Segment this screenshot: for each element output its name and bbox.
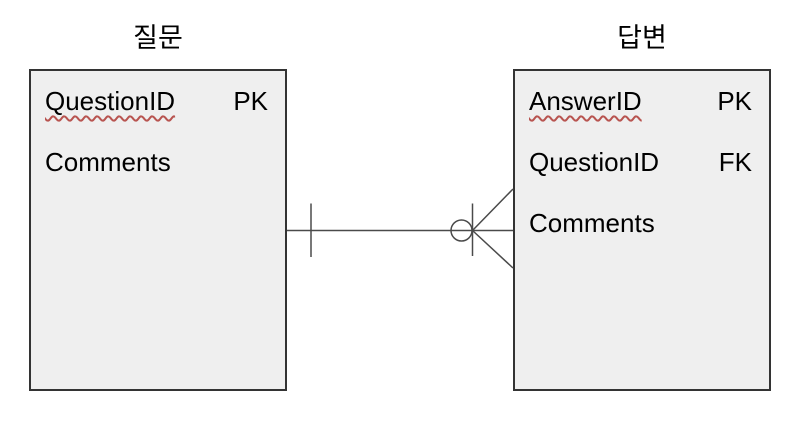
entity-question-title: 질문 bbox=[133, 23, 183, 53]
field-name: QuestionID bbox=[529, 147, 660, 177]
primary-key-badge: PK bbox=[233, 86, 268, 116]
field-name: QuestionID bbox=[45, 86, 176, 116]
field-row-questionid: QuestionID FK bbox=[529, 147, 752, 208]
field-row-comments: Comments bbox=[529, 208, 752, 269]
crowfoot-lower-prong bbox=[471, 229, 514, 269]
primary-key-badge: PK bbox=[717, 86, 752, 116]
field-name: Comments bbox=[45, 147, 171, 177]
connector-strokes bbox=[287, 188, 514, 269]
entity-answer-fields: AnswerID PK QuestionID FK Comments bbox=[515, 71, 769, 269]
entity-question-fields: QuestionID PK Comments bbox=[31, 71, 285, 208]
field-name: AnswerID bbox=[529, 86, 642, 116]
field-name: Comments bbox=[529, 208, 655, 238]
entity-answer-title: 답변 bbox=[617, 23, 667, 53]
field-row-answerid: AnswerID PK bbox=[529, 86, 752, 147]
field-row-comments: Comments bbox=[45, 147, 268, 208]
field-row-questionid: QuestionID PK bbox=[45, 86, 268, 147]
foreign-key-badge: FK bbox=[718, 147, 752, 177]
entity-question: 질문 QuestionID PK Comments bbox=[29, 23, 287, 391]
crowfoot-upper-prong bbox=[471, 188, 514, 232]
entity-answer: 답변 AnswerID PK QuestionID FK Comments bbox=[513, 23, 771, 391]
zero-cardinality-circle bbox=[450, 219, 473, 242]
